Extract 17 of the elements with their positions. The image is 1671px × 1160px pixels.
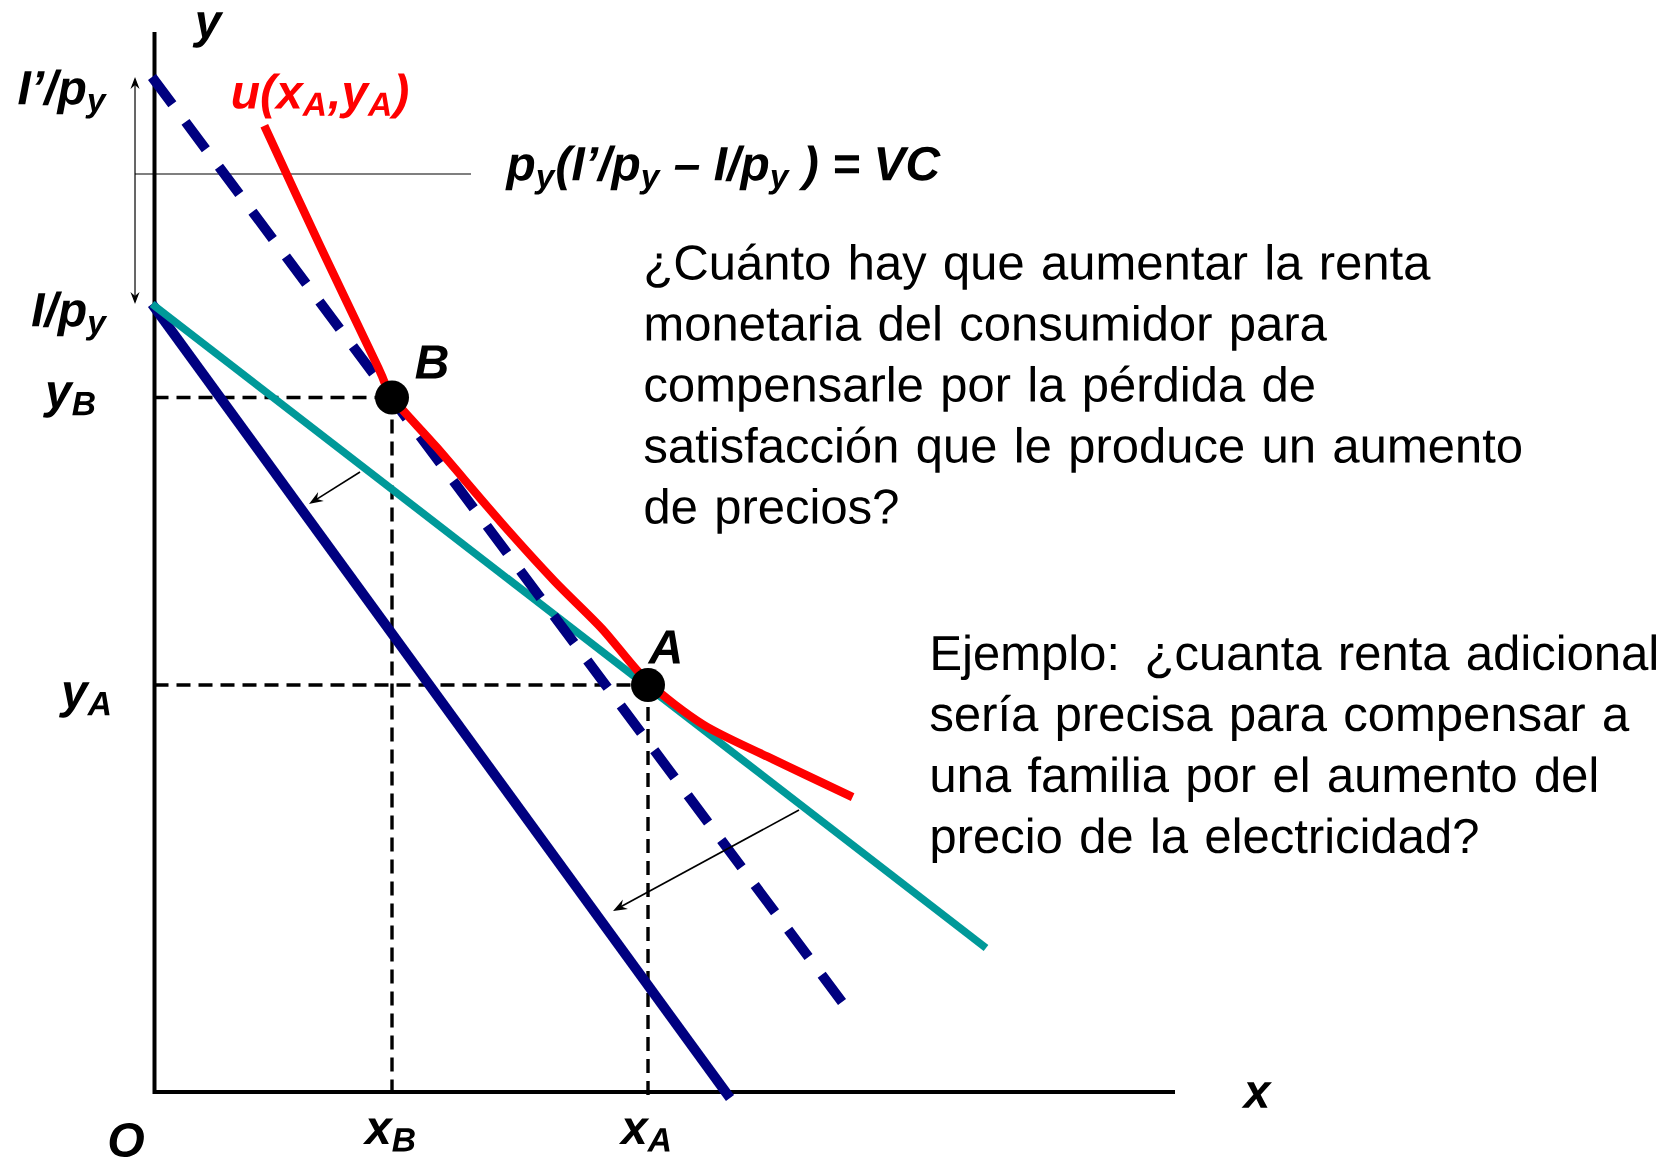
axis-label: x$_{A}$: [618, 1118, 670, 1152]
question-text: ¿Cuánto hay que aumentar la renta monetaria del consumidor para compensarle por la pérdida de satisfacción que le produce un aumento de precios?: [644, 243, 1521, 534]
formula-text: p$_{y}$(I’/p$_{y}$ – I/p$_{y}$ ) = VC: [505, 145, 941, 195]
axis-label: O: [109, 1123, 144, 1157]
axis-label: y$_{B}$: [43, 382, 95, 418]
point-marker: [631, 668, 665, 702]
curve-label: u(x$_{A}$,y$_{A}$): [232, 73, 408, 119]
axis-label: x: [1241, 1082, 1272, 1108]
point-marker: [375, 380, 409, 415]
point-label: B: [415, 345, 448, 379]
example-text: Ejemplo: ¿cuanta renta adicional sería precisa para compensar a una familia por el aumento del precio de la electricidad?: [930, 634, 1656, 864]
axis-label: I’/p$_{y}$: [18, 69, 107, 119]
axis-label: y: [192, 12, 224, 48]
axis-label: y$_{A}$: [59, 682, 110, 718]
axis-label: I/p$_{y}$: [32, 291, 108, 341]
point-label: A: [647, 630, 680, 664]
axis-label: x$_{B}$: [362, 1118, 415, 1152]
